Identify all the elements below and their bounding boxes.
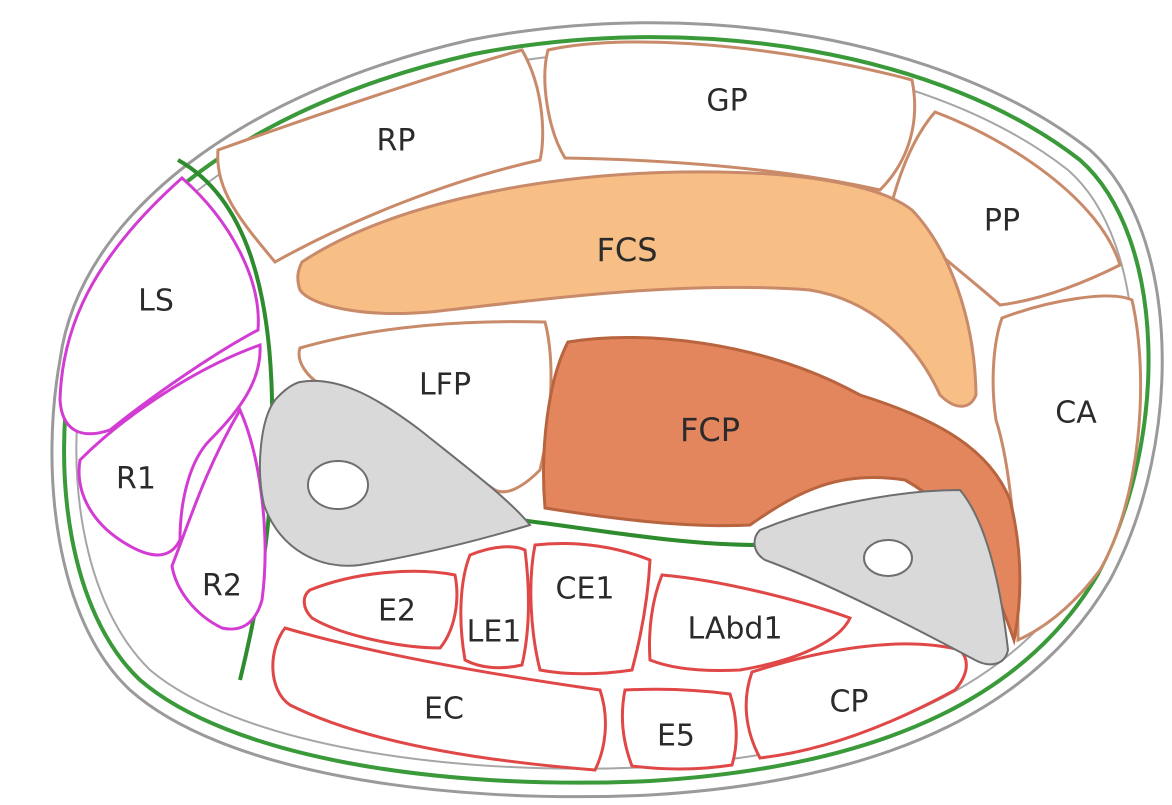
label-FCS: FCS (596, 231, 657, 269)
ulna-medullary-cavity (864, 540, 912, 576)
label-LE1: LE1 (467, 615, 522, 650)
muscle-CE1 (531, 543, 650, 673)
label-RP: RP (377, 124, 416, 159)
label-EC: EC (424, 692, 464, 727)
label-LS: LS (138, 284, 174, 319)
label-LFP: LFP (419, 368, 471, 403)
label-R2: R2 (202, 569, 242, 604)
label-R1: R1 (116, 462, 156, 497)
label-CE1: CE1 (556, 572, 615, 607)
label-FCP: FCP (680, 411, 740, 449)
label-CP: CP (829, 685, 868, 720)
label-GP: GP (706, 84, 747, 119)
label-E2: E2 (378, 594, 416, 629)
muscle-LE1 (461, 547, 529, 668)
label-LAbd1: LAbd1 (687, 612, 782, 647)
label-E5: E5 (657, 719, 695, 754)
label-CA: CA (1055, 396, 1097, 431)
radius-medullary-cavity (308, 461, 368, 509)
label-PP: PP (984, 204, 1020, 239)
